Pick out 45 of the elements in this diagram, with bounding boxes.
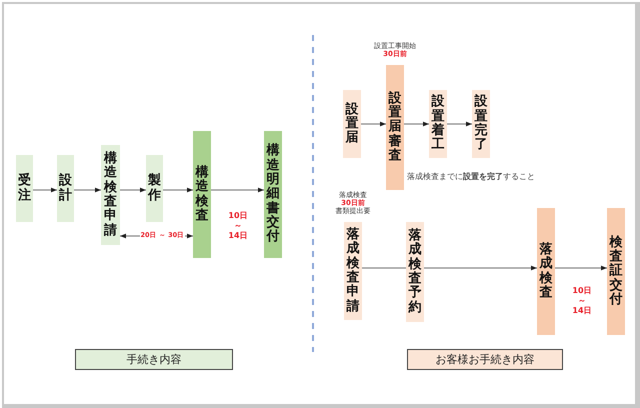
box-text: 落成検査申請 [346, 228, 360, 314]
arrow [120, 188, 146, 192]
process-box [607, 208, 625, 335]
process-box [16, 155, 33, 222]
section-label-box [75, 349, 233, 370]
box-text: 設置届審査 [388, 92, 402, 164]
box-text: お客様お手続き内容 [436, 352, 534, 367]
box-text: 設置着工 [432, 95, 444, 153]
box-text: 設置届 [346, 102, 358, 146]
process-box [429, 90, 447, 158]
arrow [162, 188, 194, 192]
box-text: 設置完了 [474, 95, 488, 153]
process-box [344, 222, 362, 320]
box-text: 構造検査申請 [104, 152, 117, 238]
box-text: 落成検査 [540, 242, 552, 300]
box-text: 検査証交付 [610, 236, 622, 308]
process-box [406, 222, 424, 322]
arrow [210, 188, 264, 192]
arrow [74, 188, 102, 192]
box-text: 落成検査予約 [408, 229, 422, 315]
process-box [343, 90, 361, 158]
box-text: 手続き内容 [126, 352, 182, 367]
duration-label: 10日～14日 [571, 286, 593, 316]
box-text: 製作 [148, 174, 161, 203]
process-box [57, 155, 74, 222]
box-text: 構造検査 [196, 166, 208, 224]
box-text: 構造明細書交付 [266, 144, 280, 245]
arrow [446, 122, 472, 126]
process-box [472, 90, 490, 158]
arrow [32, 188, 58, 192]
process-box [264, 131, 282, 258]
box-text: 受注 [18, 174, 31, 203]
section-label-box [407, 349, 563, 370]
arrow [554, 266, 608, 270]
process-box [537, 208, 555, 335]
process-box [193, 131, 211, 258]
duration-label: 10日～14日 [227, 211, 249, 241]
process-box [386, 65, 404, 190]
process-box [146, 155, 163, 222]
arrow [360, 122, 386, 126]
note-text: 落成検査までに設置を完了すること [407, 171, 535, 182]
arrow [404, 122, 430, 126]
process-box [101, 145, 120, 245]
box-text: 設計 [59, 174, 72, 203]
arrow [424, 266, 538, 270]
